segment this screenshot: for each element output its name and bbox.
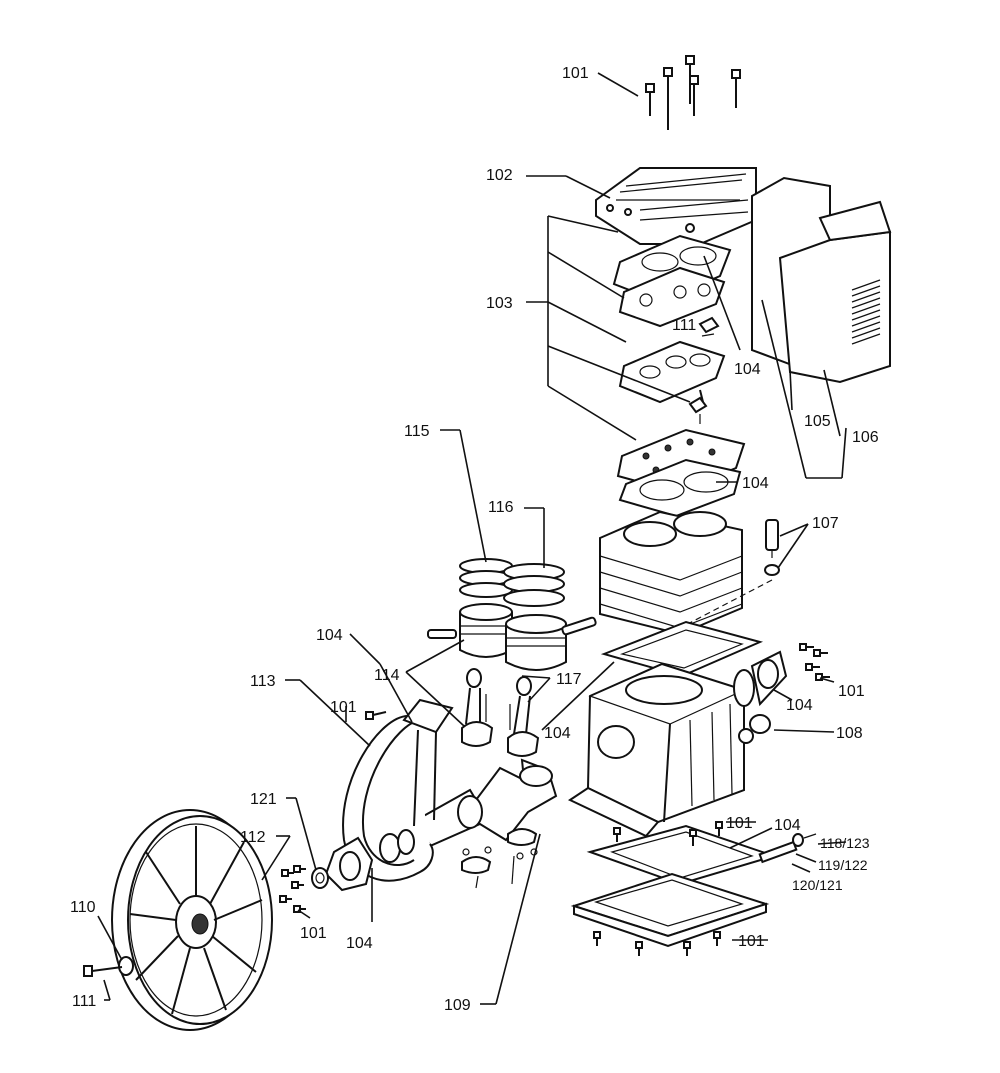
sight-glass [738,714,771,744]
piston-small [427,603,513,658]
label-113: 113 [250,673,276,690]
label-110: 110 [70,899,96,916]
label-104: 104 [346,935,373,952]
piston-rings-small [459,558,513,598]
label-104: 104 [734,361,761,378]
label-101: 101 [330,699,357,716]
label-105: 105 [804,413,831,430]
label-118-123: 118/123 [820,835,870,851]
leader-lines [97,72,847,1005]
belt-guard-shroud [751,176,892,384]
label-104: 104 [786,697,813,714]
pan-bolts [593,821,723,956]
connecting-rod-right [507,676,540,757]
label-103: 103 [486,295,513,312]
label-112: 112 [240,829,266,846]
cylinder-gasket [618,458,742,518]
assembly-dash-line [679,579,773,629]
crankcase [567,662,746,838]
head-bolts [645,55,741,130]
label-109: 109 [444,997,471,1014]
label-116: 116 [488,499,514,516]
cylinder-head [595,167,757,245]
valve-plate-middle [618,340,726,404]
label-107: 107 [812,515,839,532]
oil-pan [570,872,770,948]
label-101: 101 [738,933,765,950]
label-101: 101 [300,925,327,942]
flywheel [111,809,273,1031]
cylinder-block [599,510,743,636]
label-104: 104 [742,475,769,492]
label-101: 101 [838,683,865,700]
bearing-cover-right [733,650,788,707]
valve-plate-upper [618,266,726,328]
connecting-rod-left [461,668,494,747]
label-115: 115 [404,423,430,440]
valve-reed [698,316,720,337]
label-121: 121 [250,791,277,808]
cover-bolts-left [279,865,306,913]
label-101: 101 [562,65,589,82]
crankshaft [418,758,558,848]
drain-plug-assembly [758,833,817,864]
label-111: 111 [72,993,96,1010]
label-119-122: 119/122 [818,857,868,873]
oil-pan-gasket [586,824,778,886]
part-labels: 101 102 103 111 104 105 106 115 116 104 … [70,65,879,1014]
label-102: 102 [486,167,513,184]
piston-rings-large [503,563,565,607]
piston-large [505,614,597,671]
seal-121 [311,867,329,889]
rod-caps [461,828,538,889]
label-111: 111 [672,317,696,334]
cover-bolts-right [799,643,830,681]
manifold-bolt [365,711,387,720]
base-gasket [600,620,764,678]
label-104: 104 [544,725,571,742]
label-104: 104 [774,817,801,834]
label-114: 114 [374,667,400,684]
breather-valve [764,519,780,576]
label-120-121: 120/121 [792,877,843,893]
label-106: 106 [852,429,879,446]
label-108: 108 [836,725,863,742]
valve-pin [688,389,708,424]
flywheel-washer-bolt [83,956,134,977]
label-104: 104 [316,627,343,644]
label-101: 101 [726,815,753,832]
bearing-cover-left [324,829,415,892]
label-117: 117 [556,671,582,688]
